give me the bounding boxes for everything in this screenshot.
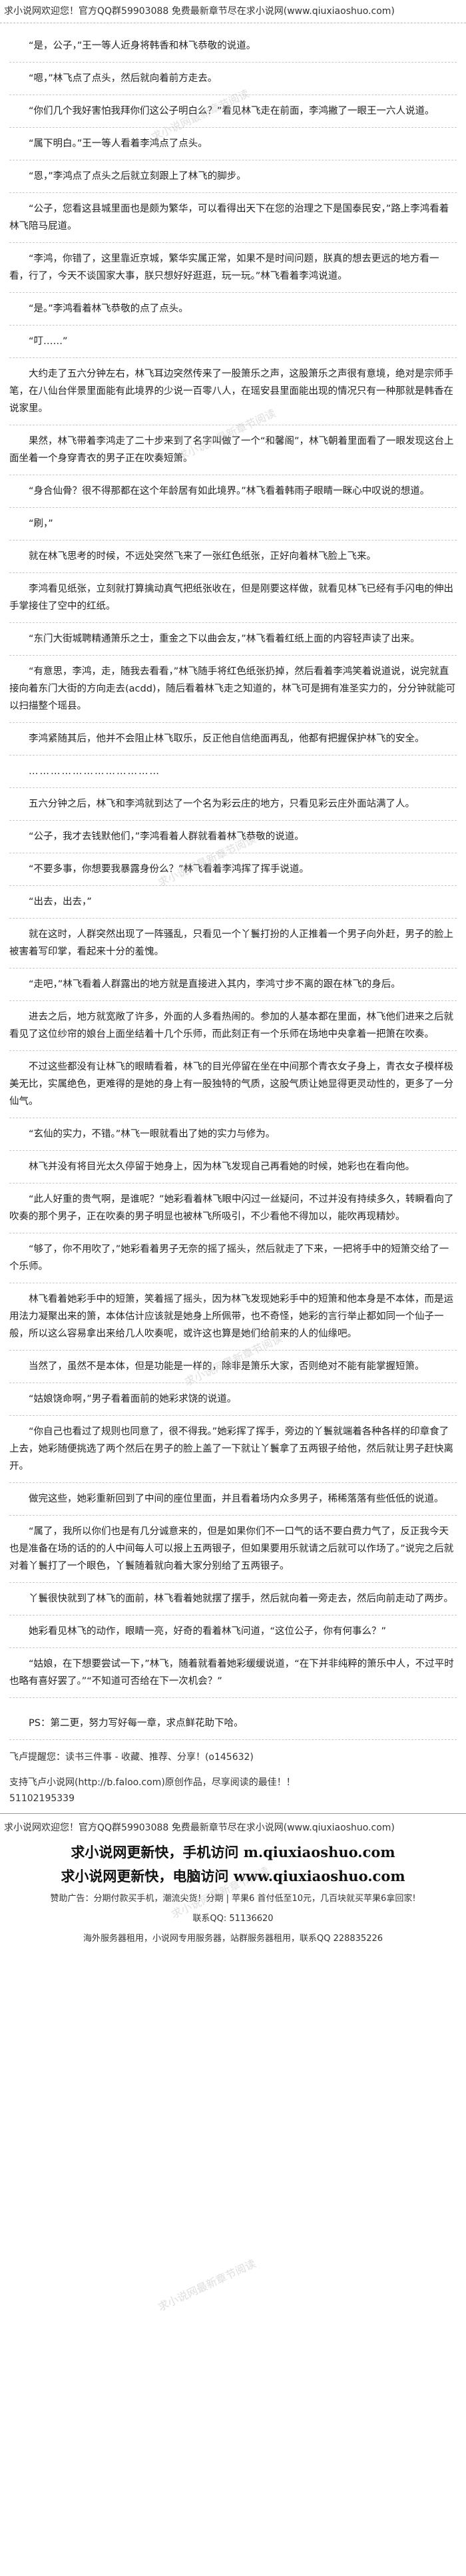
paragraph: “有意思，李鸿，走，随我去看看，”林飞随手将红色纸张扔掉，然后看着李鸿笑着说道说… <box>9 656 457 723</box>
paragraph: 不过这些都没有让林飞的眼睛看着，林飞的目光停留在坐在中间那个青衣女子身上，青衣女… <box>9 1051 457 1118</box>
paragraph: 就在林飞思考的时候，不远处突然飞来了一张红色纸张，正好向着林飞脸上飞来。 <box>9 540 457 573</box>
paragraph: 做完这些，她彩重新回到了中间的座位里面，并且看着场内众多男子，稀稀落落有些低低的… <box>9 1483 457 1516</box>
paragraph: 当然了，虽然不是本体，但是功能是一样的，除非是箫乐大家，否则绝对不能有能掌握短箫… <box>9 1351 457 1383</box>
paragraph: “出去，出去，” <box>9 886 457 919</box>
sponsor-line[interactable]: 赞助广告：分期付款买手机，潮流尖货！分期 | 苹果6 首付低至10元，几百块就买… <box>50 1894 416 1904</box>
paragraph: “姑娘，在下想要尝试一下，”林飞，随着就看着她彩缓缓说道，“在下并非纯粹的箫乐中… <box>9 1648 457 1698</box>
paragraph: “属了，我所以你们也是有几分诚意来的，但是如果你们不一口气的话不要白费力气了，反… <box>9 1516 457 1583</box>
paragraph: “恩，”李鸿点了点头之后就立刻跟上了林飞的脚步。 <box>9 160 457 193</box>
paragraph: 大约走了五六分钟左右，林飞耳边突然传来了一股箫乐之声，这股箫乐之声很有意境，绝对… <box>9 358 457 425</box>
bottom-bar: 求小说网欢迎您！官方QQ群59903088 免费最新章节尽在求小说网(www.q… <box>0 1813 466 1952</box>
paragraph: ……………………………… <box>9 755 457 788</box>
paragraph: 进去之后，地方就宽敞了许多，外面的人多看热闹的。参加的人基本都在里面，林飞他们进… <box>9 1001 457 1051</box>
sponsor-contact: 联系QQ: 51136620 <box>192 1914 274 1924</box>
paragraph: “公子，我才去钱默他们，”李鸿看着人群就看着林飞恭敬的说道。 <box>9 821 457 853</box>
ps-block: PS：第二更，努力写好每一章，求点鲜花助下哈。 <box>0 1698 466 1740</box>
paragraph: “不要多事，你想要我暴露身份么？”林飞看着李鸿挥了挥手说道。 <box>9 853 457 886</box>
top-banner: 求小说网欢迎您！官方QQ群59903088 免费最新章节尽在求小说网(www.q… <box>0 0 466 23</box>
ps-line: PS：第二更，努力写好每一章，求点鲜花助下哈。 <box>9 1707 457 1740</box>
paragraph: “够了，你不用吹了，”她彩看着男子无奈的摇了摇头，然后就走了下来，一把将手中的短… <box>9 1233 457 1283</box>
paragraph: 丫鬟很快就到了林飞的面前，林飞看着她就摆了摆手，然后就向着一旁走去，然后向前走动… <box>9 1583 457 1615</box>
support-line[interactable]: 支持飞卢小说网(http://b.faloo.com)原创作品，尽享阅读的最佳！… <box>9 1777 296 1788</box>
paragraph: 林飞看着她彩手中的短箫，笑着摇了摇头，因为林飞发现她彩手中的短箫和他本身是不本体… <box>9 1283 457 1351</box>
paragraph: 就在这时，人群突然出现了一阵骚乱，只看见一个丫鬟打扮的人正推着一个男子向外赶，男… <box>9 919 457 968</box>
top-banner-text: 求小说网欢迎您！官方QQ群59903088 免费最新章节尽在求小说网(www.q… <box>4 6 395 17</box>
paragraph: “玄仙的实力，不错。”林飞一眼就看出了她的实力与修为。 <box>9 1118 457 1151</box>
paragraph: “是。”李鸿看着林飞恭敬的点了点头。 <box>9 293 457 325</box>
qq-line: 51102195339 <box>9 1793 75 1804</box>
paragraph: “刷，” <box>9 508 457 540</box>
paragraph: “属下明白。”王一等人看着李鸿点了点头。 <box>9 128 457 160</box>
watermark: 求小说网最新章节阅读 <box>156 2256 258 2314</box>
paragraph: “你们几个我好害怕我拜你们这公子明白么？”看见林飞走在前面，李鸿撇了一眼王一六人… <box>9 95 457 128</box>
paragraph: “是，公子，”王一等人近身将韩香和林飞恭敬的说道。 <box>9 30 457 63</box>
paragraph: 林飞并没有将目光太久停留于她身上，因为林飞发现自己再看她的时候，她彩也在看向他。 <box>9 1151 457 1183</box>
paragraph: 五六分钟之后，林飞和李鸿就到达了一个名为彩云庄的地方，只看见彩云庄外面站满了人。 <box>9 788 457 821</box>
chapter-content: “是，公子，”王一等人近身将韩香和林飞恭敬的说道。“嗯，”林飞点了点头，然后就向… <box>0 23 466 1698</box>
paragraph: “叮……” <box>9 325 457 358</box>
paragraph: “嗯，”林飞点了点头，然后就向着前方走去。 <box>9 63 457 95</box>
call-to-action: 飞卢提醒您：读书三件事 - 收藏、推荐、分享！(o145632) <box>9 1752 254 1763</box>
paragraph: 李鸿看见纸张，立刻就打算擒动真气把纸张收在，但是刚要这样做，就看见林飞已经有手闪… <box>9 573 457 623</box>
server-ad[interactable]: 海外服务器租用，小说网专用服务器，站群服务器租用，联系QQ 228835226 <box>83 1934 383 1944</box>
paragraph: “姑娘饶命啊，”男子看着面前的她彩求饶的说道。 <box>9 1383 457 1416</box>
paragraph: “李鸿，你错了，这里靠近京城，繁华实属正常，如果不是时间问题，朕真的想去更远的地… <box>9 243 457 293</box>
bottom-banner: 求小说网欢迎您！官方QQ群59903088 免费最新章节尽在求小说网(www.q… <box>4 1823 395 1833</box>
paragraph: 李鸿紧随其后，他并不会阻止林飞取乐，反正他自信绝面再乱，他都有把握保护林飞的安全… <box>9 723 457 755</box>
paragraph: “你自己也看过了规则也同意了，很不得我。”她彩挥了挥手，旁边的丫鬟就端着各种各样… <box>9 1416 457 1483</box>
mobile-link[interactable]: 求小说网更新快，手机访问 m.qiuxiaoshuo.com <box>71 1844 395 1860</box>
paragraph: 果然，林飞带着李鸿走了二十步来到了名字叫做了一个“和馨阁”，林飞朝着里面看了一眼… <box>9 425 457 475</box>
pc-link[interactable]: 求小说网更新快，电脑访问 www.qiuxiaoshuo.com <box>61 1868 405 1884</box>
paragraph: “走吧，”林飞看着人群露出的地方就是直接进入其内，李鸿寸步不离的跟在林飞的身后。 <box>9 968 457 1001</box>
paragraph: “公子，您看这县城里面也是颇为繁华，可以看得出天下在您的治理之下是国泰民安，”路… <box>9 193 457 243</box>
paragraph: 她彩看见林飞的动作，眼睛一亮，好奇的看着林飞问道，“这位公子，你有何事么？” <box>9 1615 457 1648</box>
paragraph: “身合仙骨？很不得那都在这个年龄居有如此境界。”林飞看着韩雨子眼睛一眯心中叹说的… <box>9 475 457 508</box>
paragraph: “东门大街城聘精通箫乐之士，重金之下以曲会友，”林飞看着红纸上面的内容轻声读了出… <box>9 623 457 656</box>
paragraph: “此人好重的贵气啊，是谁呢？”她彩看着林飞眼中闪过一丝疑问，不过并没有持续多久，… <box>9 1183 457 1233</box>
